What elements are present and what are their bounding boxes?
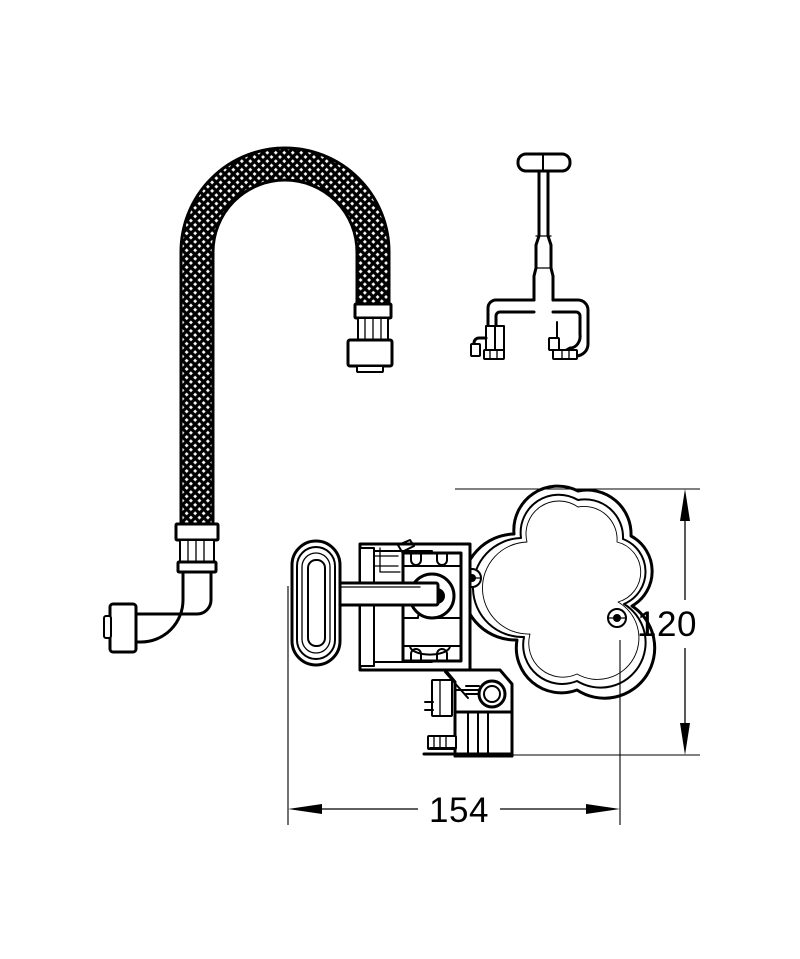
tool-right-hook-leg xyxy=(548,321,590,360)
lower-outlet-section xyxy=(422,668,514,758)
hose-end-nut xyxy=(103,602,138,654)
oval-pull-handle[interactable] xyxy=(290,539,342,667)
hose-braided-sleeve xyxy=(179,146,391,547)
dimension-154: 154 xyxy=(288,791,620,830)
tool-shaft xyxy=(532,169,555,302)
dimension-height-label: 120 xyxy=(637,605,697,644)
hose-upper-coupling xyxy=(346,302,394,373)
dimension-120: 120 xyxy=(637,489,697,755)
hose-elbow-fitting xyxy=(131,570,213,644)
tool-t-handle xyxy=(516,152,572,173)
hose-lower-coupling xyxy=(174,522,220,574)
dimension-annotations: 120 154 xyxy=(287,488,700,830)
tool-yoke-bridge xyxy=(486,298,590,336)
flexible-hose-assembly xyxy=(103,146,394,654)
extraction-tool-assembly xyxy=(470,152,590,360)
tool-left-hook-leg xyxy=(470,325,505,360)
escutcheon-screw-lower xyxy=(607,608,627,628)
valve-body-assembly xyxy=(290,484,657,758)
dimension-width-label: 154 xyxy=(429,791,489,830)
trefoil-escutcheon-plate xyxy=(461,484,657,700)
handle-stem xyxy=(328,581,440,607)
